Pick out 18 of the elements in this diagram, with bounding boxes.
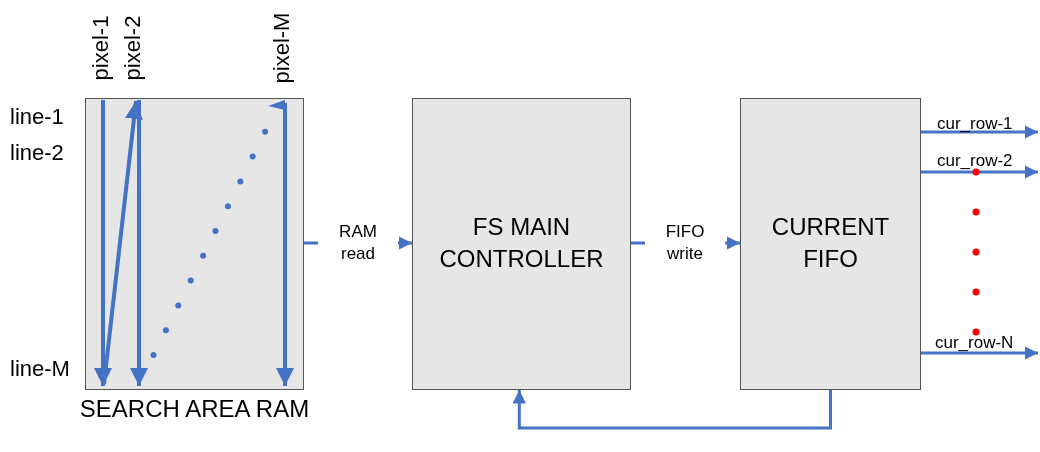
arrow — [921, 125, 1038, 139]
edge-label: cur_row-1 — [937, 113, 1013, 134]
row-label: line-M — [10, 356, 70, 382]
edge-label: cur_row-2 — [937, 150, 1013, 171]
arrow — [921, 165, 1038, 179]
column-label: pixel-2 — [120, 15, 146, 81]
column-label: pixel-1 — [88, 15, 114, 81]
block-box — [412, 98, 631, 390]
block-title: CURRENT FIFO — [770, 212, 891, 274]
row-label: line-2 — [10, 140, 64, 166]
column-label: pixel-M — [269, 12, 295, 84]
block-title: FS MAIN CONTROLLER — [438, 212, 605, 274]
edge-label: cur_row-N — [935, 332, 1014, 353]
arrow — [512, 390, 832, 430]
row-label: line-1 — [10, 104, 64, 130]
block-box — [740, 98, 921, 390]
arrow — [921, 346, 1038, 360]
block-caption: SEARCH AREA RAM — [78, 395, 311, 423]
